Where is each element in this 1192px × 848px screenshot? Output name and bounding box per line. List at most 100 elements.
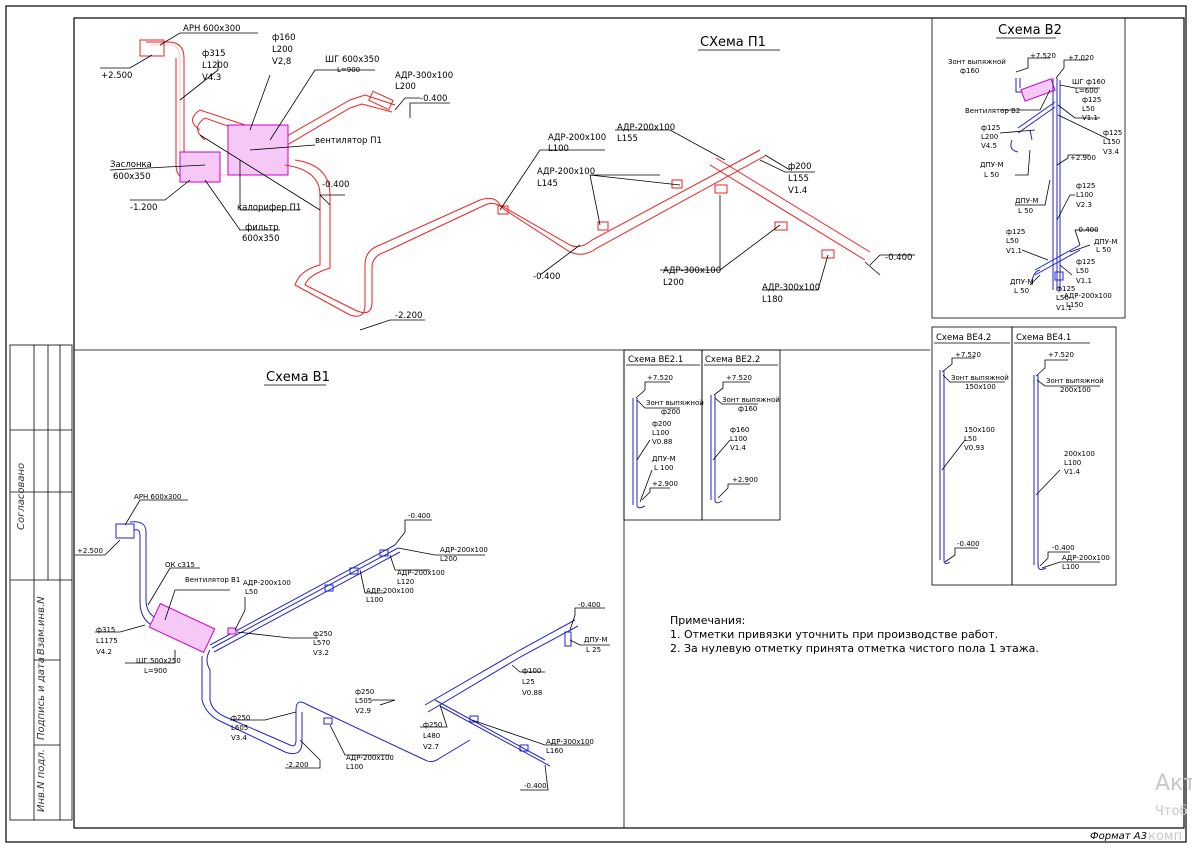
b1-dpu: ДПУ-М	[584, 636, 608, 644]
b1-v29: V2.9	[355, 707, 371, 715]
be21-v: V0.88	[652, 438, 672, 446]
watermark-line-1: Акт	[1155, 771, 1192, 796]
scheme-be41-title: Схема ВЕ4.1	[1016, 333, 1071, 343]
b2-b-v: V4.5	[981, 142, 997, 150]
b2-dpu3-l: L 50	[1096, 246, 1111, 254]
p1-heater-label: калорифер П1	[237, 203, 301, 213]
be21-dpu: ДПУ-М	[652, 455, 676, 463]
b1-adr-120	[349, 567, 359, 575]
b1-shg: ШГ 500х250	[136, 657, 181, 665]
p1-adr3: АДР-200х100	[617, 123, 675, 133]
b2-dpu3: ДПУ-М	[1094, 238, 1118, 246]
b1-d315: ф315	[96, 626, 115, 634]
stamp-inv-label: Инв.N подл.	[36, 749, 47, 812]
b2-c-d: ф125	[1103, 129, 1122, 137]
be41-s: 200х100	[1064, 450, 1095, 458]
note-item-1: 1. Отметки привязки уточнить при произво…	[670, 628, 998, 641]
frame-be22	[701, 349, 781, 521]
p1-adr-180a	[774, 221, 788, 231]
scheme-be22: Схема ВЕ2.2 +7.520 Зонт выпяжной ф160 ф1…	[704, 355, 780, 504]
b1-adr-100a	[324, 584, 334, 592]
watermark-line-3: комп	[1148, 829, 1182, 844]
b1-adr6-l: L100	[346, 763, 363, 771]
note-item-2: 2. За нулевую отметку принята отметка чи…	[670, 642, 1039, 655]
be42-l: L50	[964, 435, 977, 443]
p1-adr5-l: L180	[762, 295, 783, 305]
b1-adr-50	[227, 627, 237, 635]
p1-l200: L200	[272, 45, 293, 55]
p1-shg: ШГ 600х350	[325, 55, 379, 65]
b2-elev4: -0.400	[1076, 226, 1099, 234]
inner-border	[73, 17, 1185, 829]
b2-d-l: L100	[1076, 191, 1093, 199]
b1-shg-l: L=900	[144, 667, 167, 675]
be22-elev2: +2.900	[732, 476, 758, 484]
p1-adr-145	[597, 221, 609, 231]
b1-v34: V3.4	[231, 734, 247, 742]
b1-adr5: АДР-300х100	[546, 738, 594, 746]
b1-adr2-l: L200	[440, 555, 457, 563]
b2-f-d: ф125	[1076, 258, 1095, 266]
b2-elev3: +2.900	[1070, 154, 1096, 162]
be41-l: L100	[1064, 459, 1081, 467]
p1-v43: V4.3	[202, 73, 221, 83]
scheme-be41: Схема ВЕ4.1 +7.520 Зонт выпяжной 200х100…	[1014, 333, 1110, 571]
p1-elev-mid: -0.400	[322, 180, 349, 190]
scheme-p1-title: СХема П1	[700, 35, 766, 50]
be21-elev2: +2.900	[652, 480, 678, 488]
notes: Примечания: 1. Отметки привязки уточнить…	[670, 614, 1039, 655]
b2-d-v: V2.3	[1076, 201, 1092, 209]
b1-adr3-l: L120	[397, 578, 414, 586]
p1-d315: ф315	[202, 49, 226, 59]
be22-elev1: +7.520	[726, 374, 752, 382]
stamp-sign-label: Подпись и дата	[36, 657, 47, 740]
p1-arn-label: АРН 600х300	[183, 24, 241, 34]
scheme-be21-title: Схема ВЕ2.1	[628, 355, 683, 365]
p1-adr4: АДР-300х100	[663, 266, 721, 276]
b1-elev-top: +2.500	[77, 547, 103, 555]
scheme-be42: Схема ВЕ4.2 +7.520 Зонт выпяжной 150х100…	[934, 333, 1010, 565]
b2-dpu2: ДПУ-М	[1015, 197, 1039, 205]
p1-elev-damper: -1.200	[130, 203, 157, 213]
b1-d100: ф100	[522, 667, 541, 675]
scheme-b2-title: Схема В2	[998, 23, 1062, 38]
b1-adr-200	[379, 549, 389, 557]
b2-dpu1: ДПУ-М	[980, 161, 1004, 169]
p1-damper-label: Заслонка	[110, 160, 152, 170]
b1-adr6: АДР-200х100	[346, 754, 394, 762]
p1-v14: V1.4	[788, 186, 807, 196]
b1-adr3: АДР-200х100	[397, 569, 445, 577]
p1-elev-low: -2.200	[395, 311, 422, 321]
b1-adr1: АДР-200х100	[243, 579, 291, 587]
b2-dpu4: ДПУ-М	[1010, 278, 1034, 286]
b2-dpu4-l: L 50	[1014, 287, 1029, 295]
scheme-be22-title: Схема ВЕ2.2	[705, 355, 760, 365]
p1-l155: L155	[788, 174, 809, 184]
p1-adr-top-label: АДР-300х100	[395, 71, 453, 81]
p1-ductwork	[139, 39, 881, 317]
b2-a-d: ф125	[1082, 96, 1101, 104]
scheme-be21: Схема ВЕ2.1 +7.520 Зонт выпяжной ф200 ф2…	[626, 355, 704, 509]
be21-d: ф200	[652, 420, 671, 428]
be21-elev1: +7.520	[647, 374, 673, 382]
be42-hood: Зонт выпяжной	[951, 374, 1009, 382]
b1-fan	[148, 602, 216, 654]
be42-elev2: -0.400	[957, 540, 980, 548]
b2-fan-label: Вентилятор В2	[965, 107, 1020, 115]
p1-d160: ф160	[272, 33, 296, 43]
p1-adr2: АДР-200х100	[537, 167, 595, 177]
be41-adr-l: L100	[1062, 563, 1079, 571]
p1-adr-top	[368, 90, 394, 111]
b2-dpu1-l: L 50	[984, 171, 999, 179]
approved-label: Согласовано	[16, 463, 27, 530]
p1-filter-label: фильтр	[245, 223, 279, 233]
b2-hood: Зонт выпяжной	[948, 58, 1006, 66]
b1-v088: V0.88	[522, 689, 542, 697]
p1-adr5: АДР-300х100	[762, 283, 820, 293]
p1-damper	[179, 151, 221, 183]
watermark-line-2: Чтоб	[1155, 804, 1187, 819]
scheme-b1-title: Схема В1	[266, 370, 330, 385]
p1-fan	[227, 124, 289, 176]
p1-l1200: L1200	[202, 61, 228, 71]
be42-hood-size: 150х100	[965, 383, 996, 391]
